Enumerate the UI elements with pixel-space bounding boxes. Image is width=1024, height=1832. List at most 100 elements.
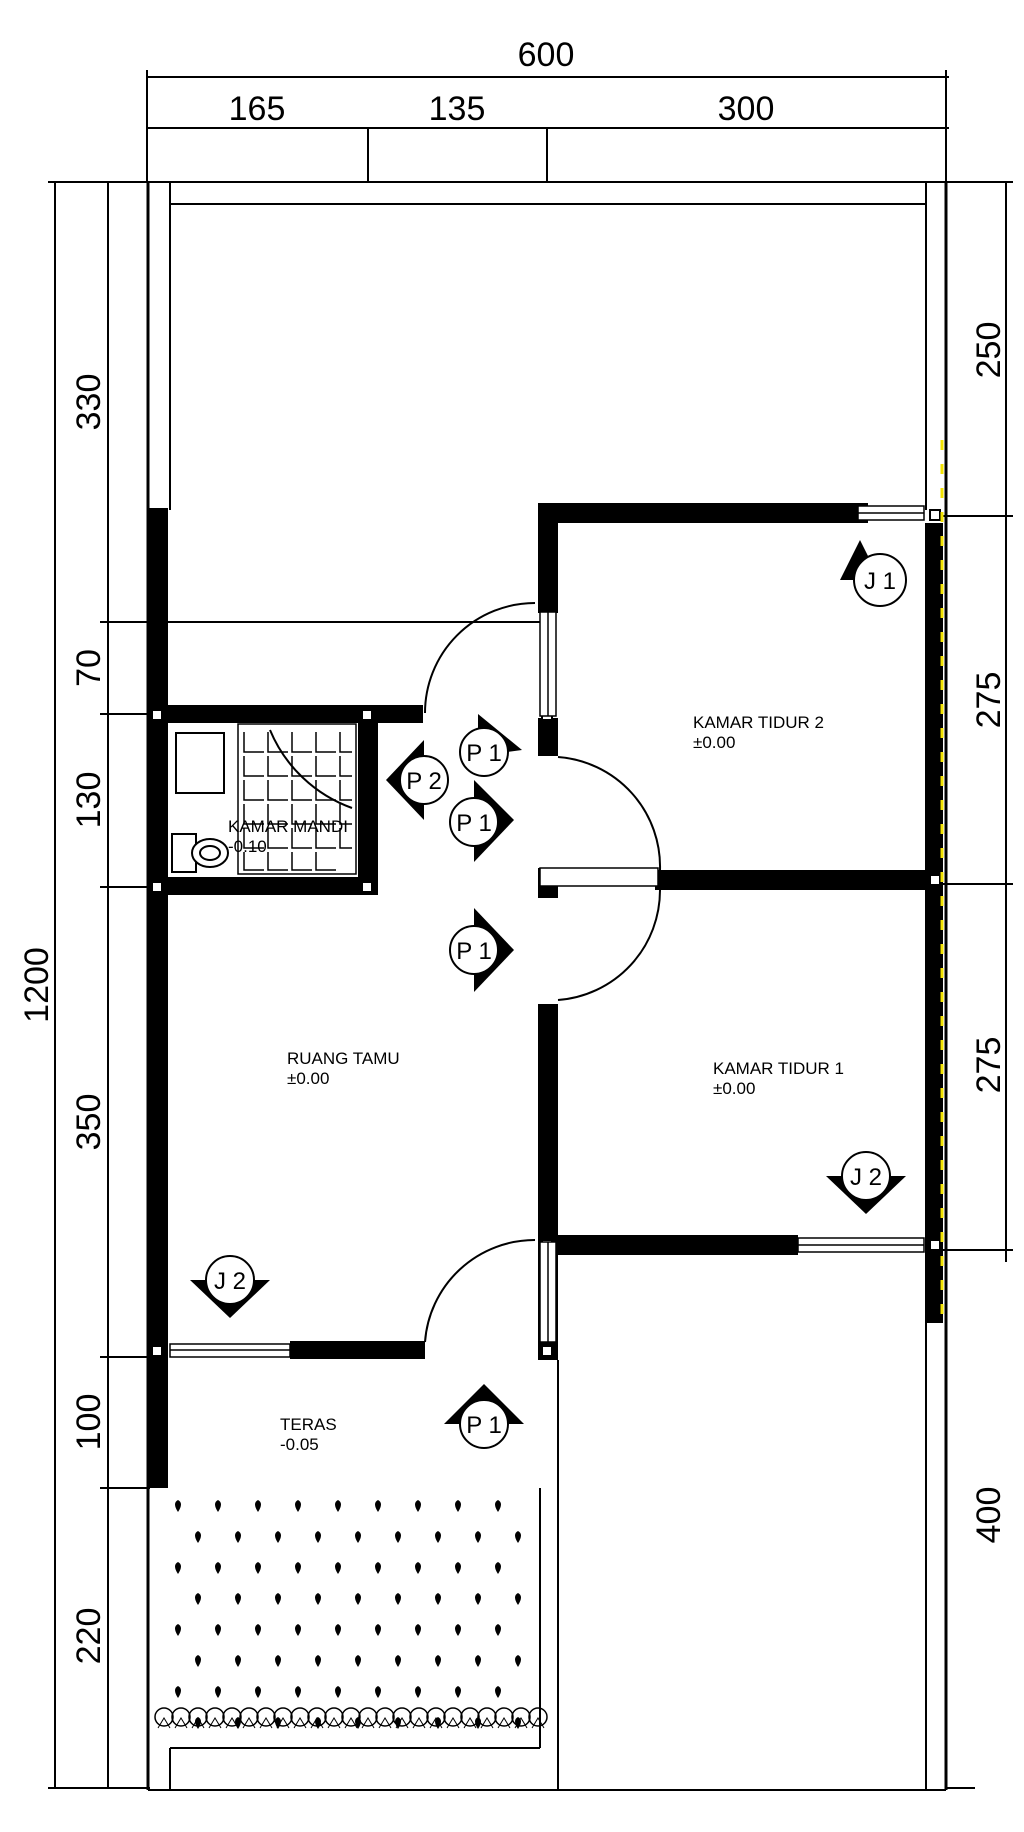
garden-leaf-mark	[295, 1500, 301, 1512]
tag-p1-low	[449, 908, 514, 992]
garden-leaf-mark	[435, 1531, 441, 1543]
garden-leaf-mark	[275, 1655, 281, 1667]
shrub-mark	[460, 1707, 480, 1727]
garden-leaf-mark	[515, 1531, 521, 1543]
shrub-leaf-mark	[395, 1717, 409, 1729]
tag-p1-teras	[444, 1384, 524, 1449]
garden-leaf-mark	[255, 1562, 261, 1574]
shrub-mark	[188, 1707, 208, 1727]
tag-j2-bedroom	[826, 1151, 906, 1214]
garden-leaf-mark	[455, 1500, 461, 1512]
dim-right-2: 275	[970, 672, 1008, 729]
garden-leaf-mark	[395, 1531, 401, 1543]
shrub-mark	[494, 1707, 514, 1727]
garden-leaf-mark	[175, 1500, 181, 1512]
dim-left-1: 330	[70, 374, 108, 431]
garden-leaf-mark	[415, 1624, 421, 1636]
dim-left-6: 220	[70, 1608, 108, 1665]
tag-j1	[840, 540, 907, 607]
shrub-mark	[511, 1707, 531, 1727]
shrub-mark	[426, 1707, 446, 1727]
shrub-leaf-mark	[446, 1717, 460, 1729]
garden-pattern	[175, 1500, 521, 1729]
garden-leaf-mark	[435, 1593, 441, 1605]
shrub-mark	[409, 1707, 429, 1727]
tag-p1-top	[459, 714, 522, 777]
garden-leaf-mark	[495, 1500, 501, 1512]
garden-leaf-mark	[275, 1531, 281, 1543]
room-level-kamar-tidur-2: ±0.00	[693, 733, 735, 752]
garden-leaf-mark	[455, 1686, 461, 1698]
garden-leaf-mark	[355, 1531, 361, 1543]
shrub-leaf-mark	[497, 1717, 511, 1729]
shrub-leaf-mark	[276, 1717, 290, 1729]
shrub-leaf-mark	[242, 1717, 256, 1729]
shrub-leaf-mark	[514, 1717, 528, 1729]
garden-leaf-mark	[515, 1655, 521, 1667]
shrub-leaf-mark	[191, 1717, 205, 1729]
shrub-leaf-mark	[361, 1717, 375, 1729]
room-name-kamar-mandi: KAMAR MANDI	[228, 817, 348, 836]
garden-leaf-mark	[455, 1562, 461, 1574]
shrub-leaf-mark	[429, 1717, 443, 1729]
garden-leaf-mark	[315, 1655, 321, 1667]
shrub-mark	[392, 1707, 412, 1727]
dim-right-3: 275	[970, 1037, 1008, 1094]
tag-p2	[386, 740, 449, 820]
shrub-mark	[375, 1707, 395, 1727]
garden-leaf-mark	[175, 1686, 181, 1698]
shrub-mark	[341, 1707, 361, 1727]
dim-left-3: 130	[70, 772, 108, 829]
tag-p1-top-label: P 1	[466, 740, 502, 767]
shrub-leaf-mark	[310, 1717, 324, 1729]
garden-shrubs	[154, 1707, 548, 1729]
toilet-icon	[171, 833, 229, 873]
room-name-teras: TERAS	[280, 1415, 337, 1434]
garden-leaf-mark	[355, 1655, 361, 1667]
dim-right-1: 250	[970, 322, 1008, 379]
windows	[169, 505, 925, 1358]
shrub-mark	[477, 1707, 497, 1727]
garden-leaf-mark	[495, 1624, 501, 1636]
garden-leaf-mark	[235, 1655, 241, 1667]
garden-leaf-mark	[215, 1562, 221, 1574]
shrub-leaf-mark	[378, 1717, 392, 1729]
room-level-kamar-mandi: -0.10	[228, 837, 267, 856]
garden-leaf-mark	[355, 1593, 361, 1605]
tag-p1-low-label: P 1	[456, 938, 492, 965]
shrub-leaf-mark	[531, 1717, 545, 1729]
shrub-mark	[222, 1707, 242, 1727]
dim-left-4: 350	[70, 1094, 108, 1151]
shrub-mark	[290, 1707, 310, 1727]
dim-left-5: 100	[70, 1394, 108, 1451]
shrub-mark	[171, 1707, 191, 1727]
garden-leaf-mark	[395, 1593, 401, 1605]
garden-leaf-mark	[335, 1624, 341, 1636]
shrub-leaf-mark	[225, 1717, 239, 1729]
shrub-mark	[154, 1707, 174, 1727]
shrub-leaf-mark	[208, 1717, 222, 1729]
garden-leaf-mark	[475, 1531, 481, 1543]
shrub-leaf-mark	[259, 1717, 273, 1729]
dim-total-width: 600	[518, 36, 575, 74]
shrub-leaf-mark	[327, 1717, 341, 1729]
plot-boundary	[146, 181, 948, 1791]
tag-p1-mid-label: P 1	[456, 810, 492, 837]
garden-leaf-mark	[195, 1655, 201, 1667]
garden-leaf-mark	[475, 1593, 481, 1605]
shrub-mark	[256, 1707, 276, 1727]
dim-top-2: 135	[429, 90, 486, 128]
garden-leaf-mark	[195, 1531, 201, 1543]
garden-leaf-mark	[175, 1624, 181, 1636]
garden-leaf-mark	[375, 1562, 381, 1574]
garden-leaf-mark	[335, 1500, 341, 1512]
dim-top-1: 165	[229, 90, 286, 128]
top-dimension-lines	[146, 70, 949, 182]
shrub-mark	[358, 1707, 378, 1727]
garden-leaf-mark	[495, 1686, 501, 1698]
shrub-leaf-mark	[412, 1717, 426, 1729]
garden-leaf-mark	[455, 1624, 461, 1636]
garden-leaf-mark	[195, 1593, 201, 1605]
room-name-kamar-tidur-2: KAMAR TIDUR 2	[693, 713, 824, 732]
